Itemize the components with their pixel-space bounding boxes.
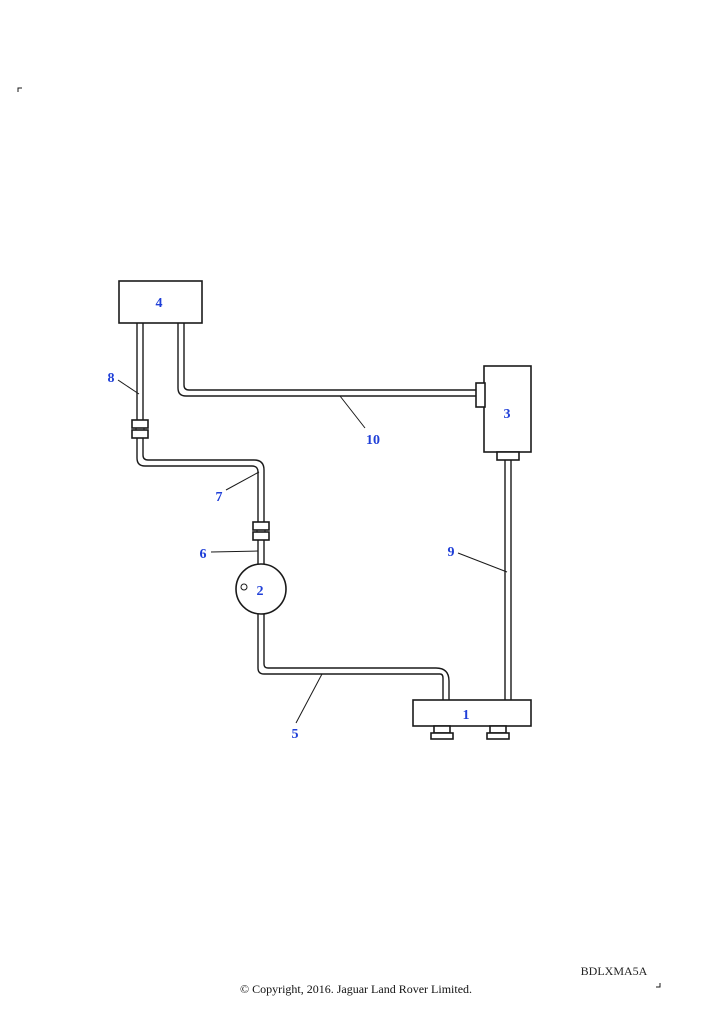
component-2-pump: [235, 563, 287, 615]
callout-5: 5: [292, 727, 299, 742]
callout-4: 4: [156, 296, 163, 311]
hose-8: [136, 323, 144, 420]
copyright-notice: © Copyright, 2016. Jaguar Land Rover Lim…: [240, 982, 472, 996]
hose-6: [257, 540, 265, 564]
reference-code: BDLXMA5A: [581, 964, 648, 978]
hose-9: [504, 460, 512, 700]
hose-7: [136, 438, 265, 522]
callout-8: 8: [108, 371, 115, 386]
connector-upper: [131, 419, 149, 439]
hose-10: [177, 323, 476, 397]
connector-lower: [252, 521, 270, 541]
callout-1: 1: [463, 708, 470, 723]
component-3-unit: [475, 365, 532, 461]
component-4-reservoir: [118, 280, 203, 324]
callout-9: 9: [448, 545, 455, 560]
leader-lines: [117, 379, 508, 724]
callout-7: 7: [216, 490, 223, 505]
callout-6: 6: [200, 547, 207, 562]
callout-10: 10: [366, 433, 380, 448]
callout-3: 3: [504, 407, 511, 422]
hose-5: [257, 614, 450, 700]
crop-marks: [17, 87, 661, 988]
callout-2: 2: [257, 584, 264, 599]
component-1-block: [412, 699, 532, 740]
